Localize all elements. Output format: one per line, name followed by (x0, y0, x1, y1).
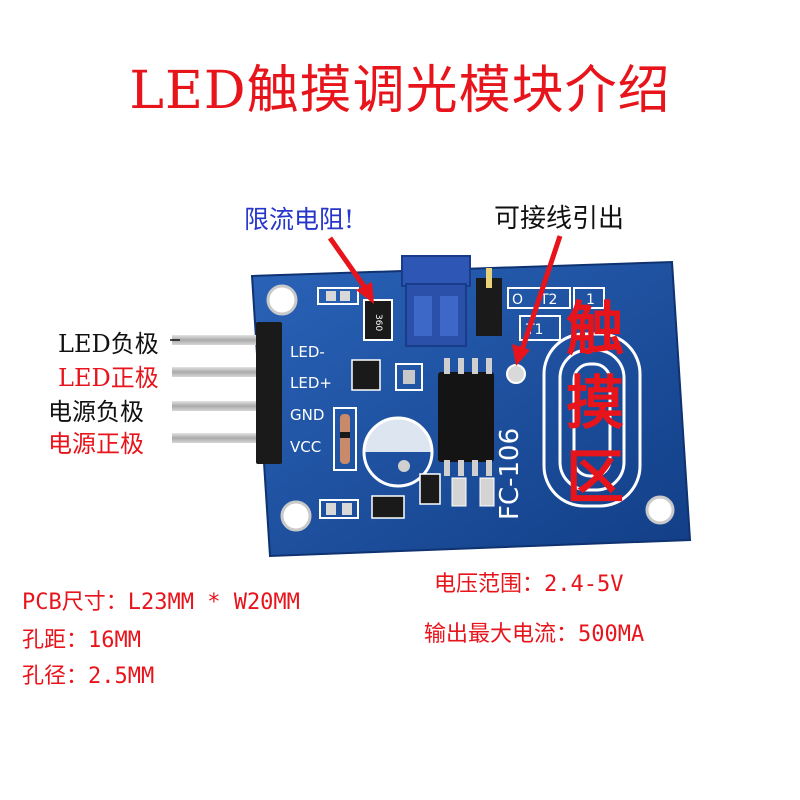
mounting-hole (266, 284, 298, 316)
silk-pin-led-minus: LED- (290, 343, 325, 361)
smd-transistor (351, 359, 381, 391)
silk-pin-vcc: VCC (290, 438, 321, 456)
silk-pin-gnd: GND (290, 406, 324, 424)
smd-capacitor (395, 363, 423, 391)
smd-resistor (419, 473, 441, 505)
smd-resistor (371, 495, 405, 519)
smd-pad (317, 287, 359, 305)
jumper-block (401, 255, 471, 347)
callout-resistor: 限流电阻! (244, 205, 355, 234)
touch-area-outline (507, 287, 642, 508)
mounting-hole (280, 500, 312, 532)
callout-wire-out: 可接线引出 (494, 204, 625, 234)
pin-label-led-positive: LED正极 (58, 364, 159, 392)
resistor-arrow (327, 236, 374, 304)
header-pins (172, 322, 282, 464)
pad-label-t2: T2 (539, 292, 557, 308)
smd-led (319, 499, 359, 519)
pin-label-led-negative: LED负极 (58, 330, 159, 358)
touch-wire-pad (506, 364, 526, 384)
wire-out-arrow (512, 235, 563, 366)
spec-pcb-size: PCB尺寸：L23MM * W20MM (22, 590, 300, 615)
touch-char: 摸 (565, 369, 624, 437)
pad-label-1: 1 (586, 292, 595, 308)
pin-label-power-negative: 电源负极 (48, 398, 144, 426)
mounting-hole (645, 495, 675, 525)
touch-area-label: 触 摸 区 (562, 292, 628, 514)
ic-chip (438, 358, 494, 476)
pin-label-power-positive: 电源正极 (48, 430, 144, 458)
page-title: LED触摸调光模块介绍 (129, 61, 671, 121)
spec-max-current: 输出最大电流：500MA (424, 622, 645, 647)
resistor-code: 360 (373, 314, 383, 331)
diode (333, 407, 357, 471)
spec-hole-diameter: 孔径：2.5MM (22, 664, 155, 689)
model-number: FC-106 (495, 428, 525, 520)
spec-hole-spacing: 孔距：16MM (22, 628, 141, 653)
touch-char: 触 (565, 295, 624, 363)
current-limit-resistor (363, 299, 393, 341)
touch-char: 区 (565, 443, 624, 511)
pad-label-o: O (512, 292, 523, 308)
silk-pin-led-plus: LED+ (290, 374, 332, 392)
spec-voltage-range: 电压范围：2.4-5V (434, 572, 624, 597)
